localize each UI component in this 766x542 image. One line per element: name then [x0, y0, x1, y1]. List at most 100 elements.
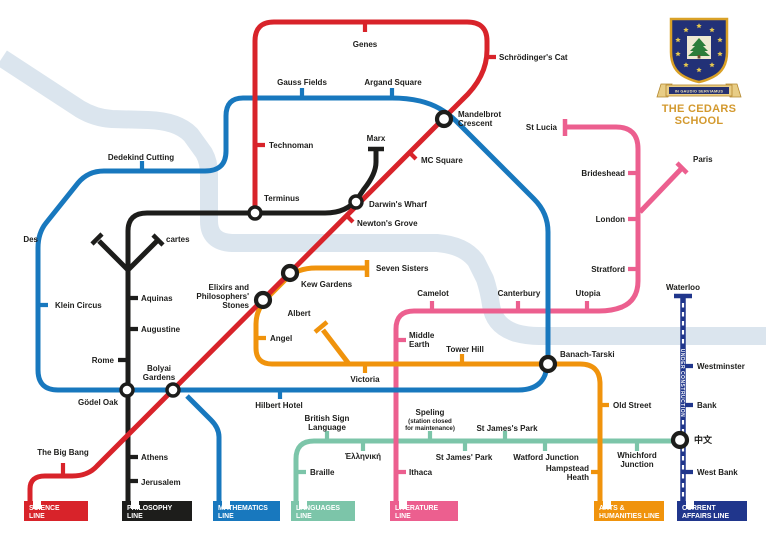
station-label-newtons-grove: Newton's Grove — [357, 219, 418, 228]
station-label-hilbert-hotel: Hilbert Hotel — [255, 401, 303, 410]
station-label-augustine: Augustine — [141, 325, 181, 334]
legend-philosophy: PHILOSOPHY LINE — [122, 501, 192, 521]
legend: SCIENCE LINE PHILOSOPHY LINE MATHEMATICS… — [24, 501, 747, 521]
station-label-braille: Braille — [310, 468, 335, 477]
legend-philosophy-label-2: LINE — [127, 513, 143, 520]
science-line — [27, 19, 496, 501]
station-label-technoman: Technoman — [269, 141, 313, 150]
interchange-rings — [119, 109, 690, 450]
station-label-whichford-1: Whichford — [617, 451, 657, 460]
station-label-rome: Rome — [92, 356, 115, 365]
terminus-interchange — [247, 205, 263, 221]
station-label-cartes: cartes — [166, 235, 190, 244]
descartes-branches — [97, 239, 159, 272]
station-label-angel: Angel — [270, 334, 292, 343]
station-label-utopia: Utopia — [576, 289, 601, 298]
current-station-ticks — [683, 363, 693, 475]
station-label-marx: Marx — [367, 134, 386, 143]
station-label-kew-gardens: Kew Gardens — [301, 280, 353, 289]
kew-gardens-interchange — [280, 263, 300, 283]
school-name-line2: SCHOOL — [675, 115, 724, 127]
zhongwen-interchange — [670, 430, 690, 450]
station-label-zhongwen: 中文 — [694, 434, 713, 446]
river — [0, 50, 766, 345]
station-label-greek: Ἑλληνική — [344, 452, 381, 461]
station-label-gauss-fields: Gauss Fields — [277, 78, 327, 87]
elixirs-interchange — [253, 290, 273, 310]
station-label-tower-hill: Tower Hill — [446, 345, 484, 354]
paris-branch — [638, 166, 684, 214]
crest-motto: IN GAUDIO SERVIAMUS — [675, 88, 724, 93]
station-label-elixirs-1: Elixirs and — [209, 283, 250, 292]
station-label-brideshead: Brideshead — [581, 169, 625, 178]
station-label-mc-square: MC Square — [421, 156, 463, 165]
legend-arts-label-2: HUMANITIES LINE — [599, 513, 660, 520]
station-label-speling-note-1: (station closed — [408, 418, 452, 425]
legend-mathematics-label-2: LINE — [218, 513, 234, 520]
station-label-waterloo: Waterloo — [666, 283, 700, 292]
station-label-klein-circus: Klein Circus — [55, 301, 102, 310]
paris-terminus-bar — [675, 161, 689, 175]
godel-oak-interchange — [119, 382, 135, 398]
station-label-bsl-2: Language — [308, 423, 346, 432]
legend-philosophy-label-1: PHILOSOPHY — [127, 505, 173, 512]
station-label-bolyai-2: Gardens — [143, 373, 176, 382]
school-crest: IN GAUDIO SERVIAMUS THE CEDARS SCHOOL — [656, 17, 742, 127]
mandelbrot-interchange — [434, 109, 454, 129]
philosophy-station-ticks — [118, 295, 138, 484]
under-construction-label: UNDER CONSTRUCTION — [679, 349, 685, 417]
station-label-bank: Bank — [697, 401, 717, 410]
station-label-paris: Paris — [693, 155, 713, 164]
languages-line — [293, 431, 676, 501]
crest-stars — [675, 23, 723, 73]
station-label-old-street: Old Street — [613, 401, 652, 410]
legend-arts-label-1: ARTS & — [599, 505, 625, 512]
station-label-hampstead-2: Heath — [567, 473, 589, 482]
station-label-watford-junction: Watford Junction — [513, 453, 579, 462]
station-label-middle-earth-2: Earth — [409, 340, 430, 349]
station-label-bsl-1: British Sign — [305, 414, 350, 423]
station-label-whichford-2: Junction — [620, 460, 653, 469]
station-label-athens: Athens — [141, 453, 169, 462]
current-affairs-line: UNDER CONSTRUCTION — [674, 293, 693, 501]
station-label-camelot: Camelot — [417, 289, 449, 298]
legend-mathematics-label-1: MATHEMATICS — [218, 505, 268, 512]
darwins-wharf-interchange — [348, 194, 364, 210]
station-label-west-bank: West Bank — [697, 468, 738, 477]
crest-motto-banner: IN GAUDIO SERVIAMUS — [656, 83, 742, 98]
legend-literature-label-2: LINE — [395, 513, 411, 520]
station-label-elixirs-3: Stones — [222, 301, 249, 310]
station-label-bolyai-1: Bolyai — [147, 364, 171, 373]
mathematics-line — [35, 88, 551, 501]
school-name-line1: THE CEDARS — [662, 103, 737, 115]
legend-science: SCIENCE LINE — [24, 501, 88, 521]
station-label-st-lucia: St Lucia — [526, 123, 558, 132]
legend-languages: LANGUAGES LINE — [291, 501, 355, 521]
station-label-argand-square: Argand Square — [364, 78, 422, 87]
station-label-victoria: Victoria — [350, 375, 380, 384]
station-label-seven-sisters: Seven Sisters — [376, 264, 429, 273]
legend-mathematics: MATHEMATICS LINE — [213, 501, 280, 521]
station-label-terminus: Terminus — [264, 194, 300, 203]
legend-arts: ARTS & HUMANITIES LINE — [594, 501, 664, 521]
station-label-stratford: Stratford — [591, 265, 625, 274]
station-label-genes: Genes — [353, 40, 378, 49]
legend-languages-label-2: LINE — [296, 513, 312, 520]
station-label-speling-note-2: for maintenance) — [405, 425, 455, 432]
station-label-jerusalem: Jerusalem — [141, 478, 181, 487]
station-label-des: Des — [23, 235, 38, 244]
mathematics-station-ticks — [38, 88, 395, 399]
station-label-middle-earth-1: Middle — [409, 331, 435, 340]
literature-line — [393, 119, 689, 501]
station-label-canterbury: Canterbury — [498, 289, 541, 298]
cedar-tree-icon — [688, 38, 710, 59]
legend-literature-label-1: LITERATURE — [395, 505, 439, 512]
literature-station-ticks — [396, 170, 638, 475]
station-label-st-james-park: St James' Park — [436, 453, 493, 462]
station-label-schrodingers-cat: Schrödinger's Cat — [499, 53, 568, 62]
station-label-aquinas: Aquinas — [141, 294, 173, 303]
mathematics-legend-tail — [185, 394, 222, 501]
station-label-speling: Speling — [416, 408, 445, 417]
